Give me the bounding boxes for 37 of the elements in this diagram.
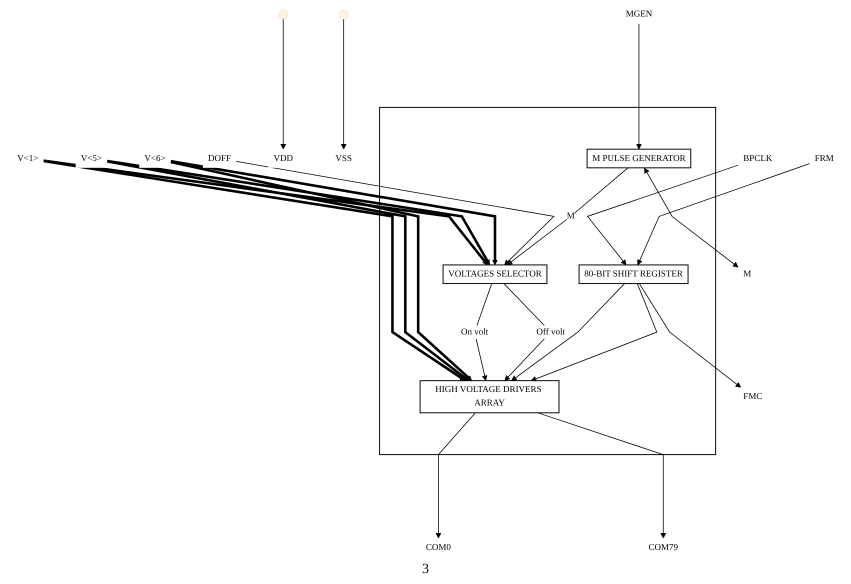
node-text: FRM: [814, 154, 834, 164]
edge-label: M: [566, 212, 575, 222]
arrow: [280, 18, 286, 150]
arrow: [639, 283, 742, 388]
arrow: [436, 412, 476, 538]
arrow: [537, 412, 666, 538]
arrow: [511, 283, 625, 381]
arrow: [170, 160, 472, 381]
arrow: [43, 159, 488, 266]
arrow: [170, 160, 498, 266]
node-text: MGEN: [626, 10, 652, 20]
arrow: [106, 160, 469, 381]
node-box: VOLTAGES SELECTOR: [442, 264, 548, 284]
node-text: M: [743, 269, 752, 280]
arrow: [106, 160, 490, 266]
arrow: [637, 163, 810, 266]
node-text: COM0: [426, 542, 451, 552]
node-text: VSS: [335, 154, 352, 164]
node-text: V<1>: [17, 154, 38, 164]
cluster: [379, 106, 716, 456]
arrow: [43, 160, 466, 381]
arrow: [340, 18, 346, 150]
arrow: [236, 161, 555, 266]
arrow: [636, 23, 642, 150]
node-box: HIGH VOLTAGE DRIVERS ARRAY: [420, 380, 560, 414]
edge-label: Off volt: [536, 327, 565, 337]
arrow: [586, 164, 739, 266]
node-text: BPCLK: [743, 154, 772, 164]
node-box: M PULSE GENERATOR: [586, 148, 692, 168]
arrow: [644, 168, 738, 268]
node-text: FMC: [743, 392, 762, 402]
arrow: [506, 167, 628, 266]
arrow: [530, 283, 658, 382]
node-box: 80-BIT SHIFT REGISTER: [578, 264, 689, 284]
bus-width-label: 3: [422, 562, 429, 579]
edge-label: On volt: [460, 327, 488, 337]
node-text: COM79: [648, 542, 678, 552]
